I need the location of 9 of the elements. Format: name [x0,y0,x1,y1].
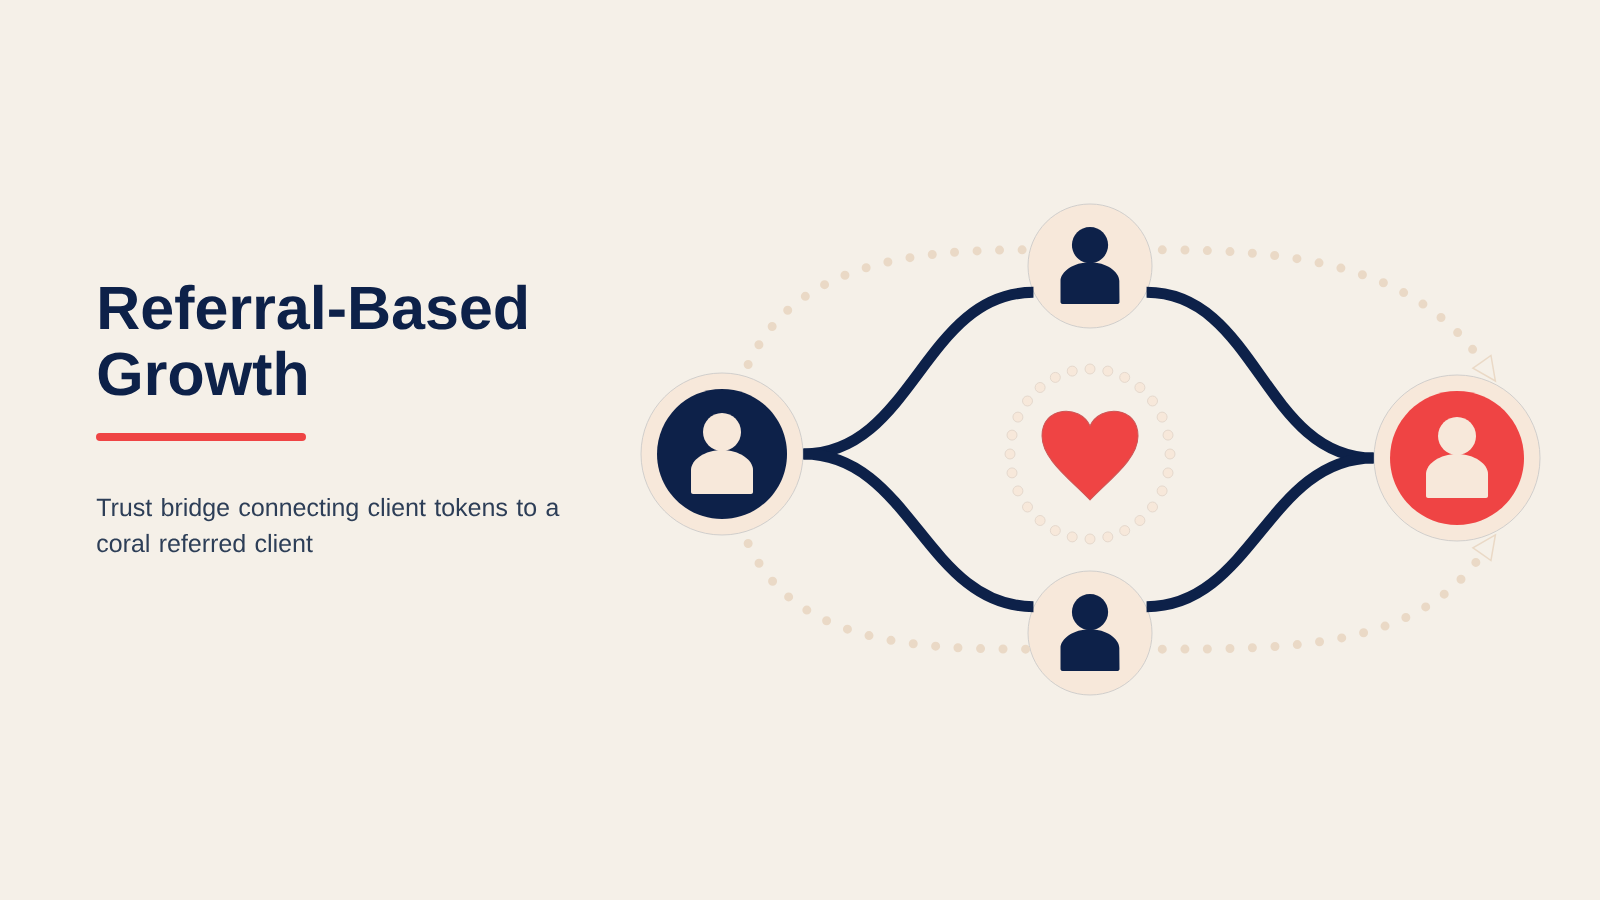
dotted-line [743,539,1031,654]
person-avatar [1373,374,1541,542]
person-avatar [1027,570,1153,696]
person-avatar [1027,203,1153,329]
person-avatar [640,372,804,536]
connector-curve [802,448,1035,613]
caption: Trust bridge connecting client tokens to a coral referred client [96,497,560,553]
connector-curve [1145,452,1375,613]
title: Referral-Based Growth [98,284,527,396]
